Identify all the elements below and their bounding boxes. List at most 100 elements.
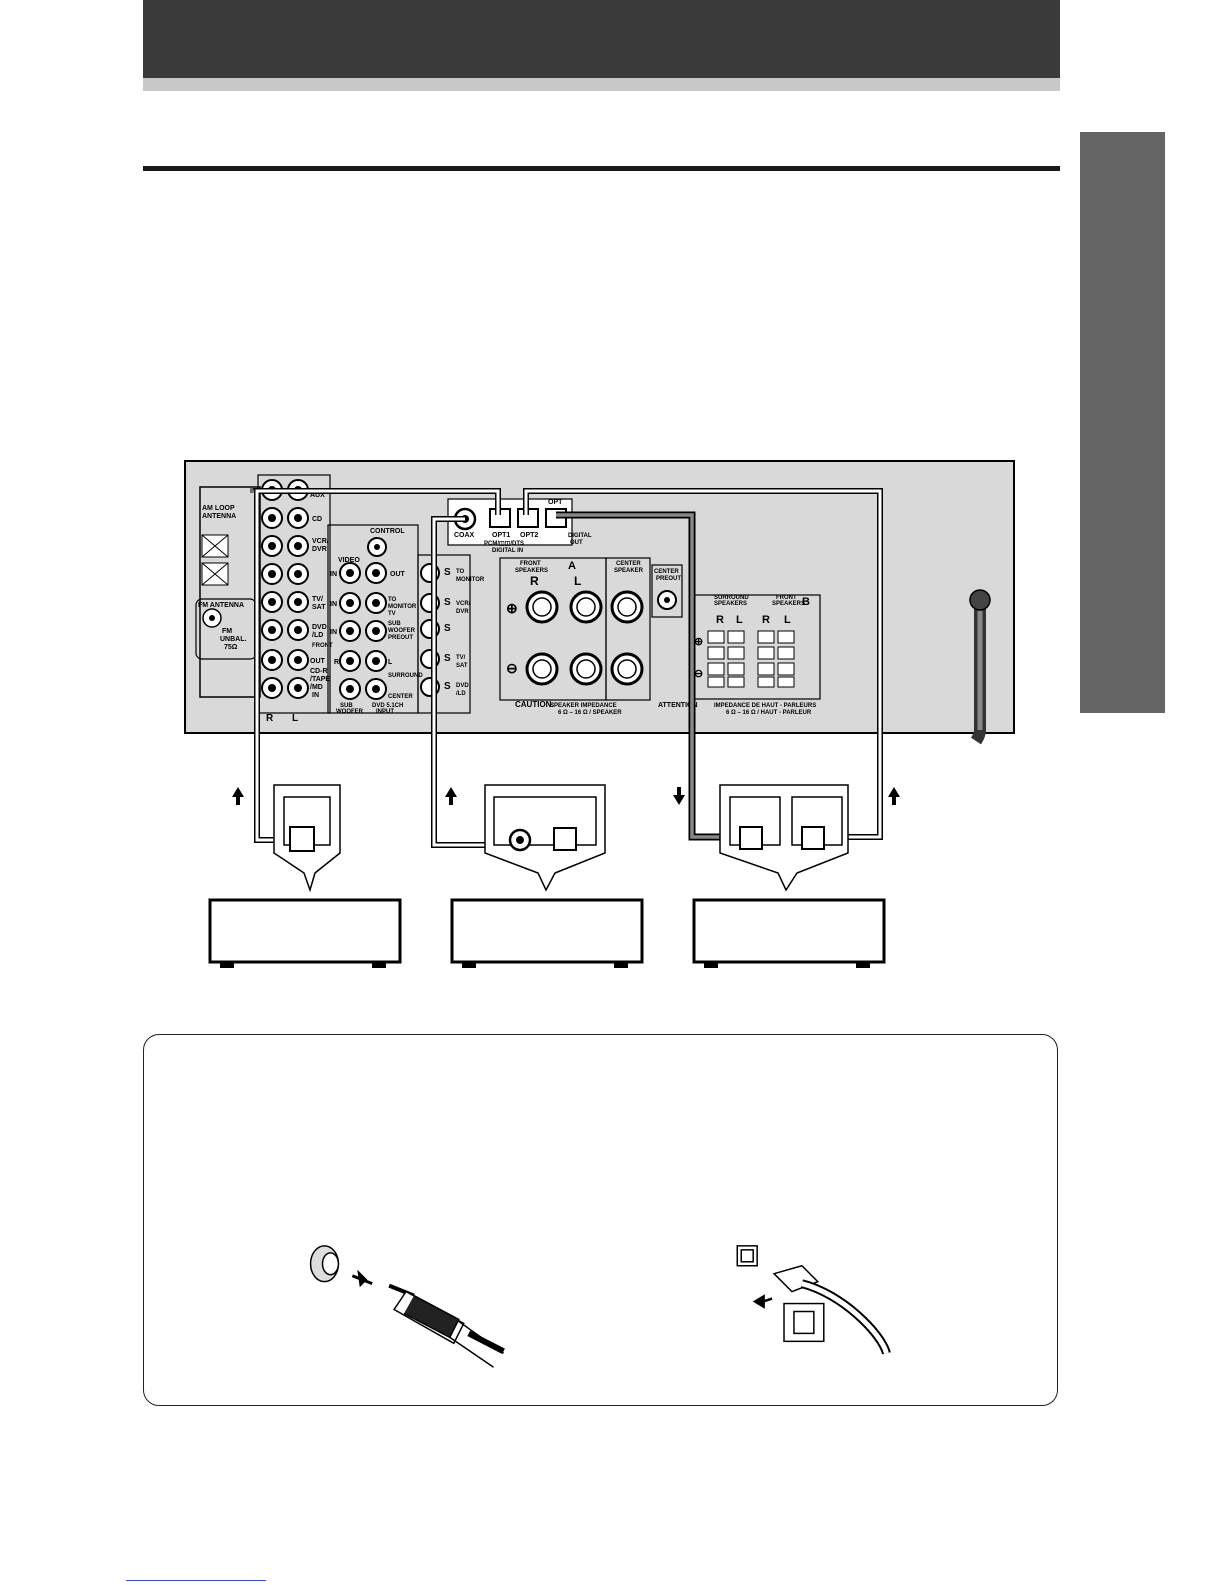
panel-label: SPEAKER: [614, 568, 644, 574]
panel-label: IN: [312, 692, 319, 699]
panel-label: SAT: [456, 663, 468, 669]
panel-label: ⊖: [694, 668, 703, 680]
panel-label: CD-R: [310, 668, 328, 675]
panel-label: FM: [222, 628, 232, 635]
panel-label: S: [444, 623, 451, 634]
panel-label: WOOFER: [336, 709, 364, 715]
panel-label: OPT: [548, 499, 563, 506]
notes-panel: [143, 1034, 1058, 1406]
panel-label: AUX: [310, 492, 325, 499]
panel-label: R: [762, 614, 770, 626]
header-strip: [143, 78, 1060, 91]
panel-label: TO: [388, 597, 397, 603]
speaker-clip-terminals: [707, 630, 795, 688]
am-antenna-label: AM LOOP: [202, 505, 235, 512]
panel-label: R: [530, 574, 539, 588]
panel-label: SPEAKERS: [515, 568, 548, 574]
panel-label: SUB: [340, 703, 353, 709]
panel-label: ⊖: [506, 660, 518, 676]
panel-label: S: [444, 653, 451, 664]
direction-arrows: [232, 787, 900, 805]
panel-label: FRONT: [520, 561, 541, 567]
panel-label: DIGITAL: [568, 533, 592, 539]
panel-label: VIDEO: [338, 557, 360, 564]
panel-label: TV/: [312, 596, 323, 603]
panel-label: CAUTION:: [515, 700, 554, 709]
panel-label: L: [292, 713, 298, 724]
panel-label: DVR: [456, 609, 469, 615]
panel-label: L: [388, 659, 393, 666]
external-components: [208, 898, 886, 964]
panel-label: DVD 5.1CH: [372, 703, 403, 709]
panel-label: S: [444, 681, 451, 692]
panel-label: WOOFER: [388, 628, 416, 634]
panel-label: SPEAKER IMPEDANCE: [550, 703, 617, 709]
panel-label: DIGITAL IN: [492, 548, 523, 554]
panel-label: OUT: [570, 540, 583, 546]
panel-label: 6 Ω – 16 Ω / SPEAKER: [558, 710, 622, 716]
panel-label: OPT2: [520, 532, 538, 539]
panel-label: B: [802, 596, 810, 608]
panel-label: FRONT: [776, 595, 797, 601]
panel-label: PREOUT: [656, 576, 681, 582]
side-index-tab: [1080, 132, 1165, 713]
panel-label: 6 Ω – 16 Ω / HAUT - PARLEUR: [726, 710, 812, 716]
fm-antenna-label: FM ANTENNA: [198, 602, 244, 609]
coaxial-plug-illustration: [309, 1245, 505, 1368]
panel-label: TO: [456, 569, 465, 575]
optical-plug-illustration: [736, 1245, 891, 1355]
panel-label: ⊕: [506, 600, 518, 616]
panel-label: L: [784, 614, 791, 626]
panel-label: SPEAKERS: [772, 601, 805, 607]
panel-label: R: [266, 713, 274, 724]
panel-label: A: [568, 560, 576, 572]
panel-label: OPT1: [492, 532, 510, 539]
receiver-rear-panel: [184, 460, 1015, 734]
panel-label: OUT: [310, 658, 326, 665]
panel-label: IN: [250, 488, 257, 495]
panel-label: ANTENNA: [202, 513, 236, 520]
panel-label: CENTER: [388, 694, 413, 700]
panel-label: 75Ω: [224, 644, 238, 651]
panel-label: VCR/: [312, 538, 329, 545]
panel-label: S: [444, 597, 451, 608]
panel-label: CENTER: [616, 561, 641, 567]
section-rule: [143, 166, 1060, 171]
front-speaker-terminals: [525, 590, 603, 686]
panel-label: MONITOR: [456, 577, 485, 583]
panel-label: MONITOR: [388, 604, 417, 610]
panel-label: /TAPE: [310, 676, 330, 683]
panel-label: IN: [330, 601, 337, 608]
panel-label: SPEAKERS: [714, 601, 747, 607]
panel-label: /LD: [312, 632, 323, 639]
panel-label: COAX: [454, 532, 475, 539]
panel-label: IN: [330, 571, 337, 578]
panel-label: ⊕: [694, 636, 703, 648]
panel-label: VCR/: [456, 601, 471, 607]
panel-label: DVR: [312, 546, 327, 553]
panel-label: OUT: [390, 571, 406, 578]
panel-label: DVD: [456, 683, 469, 689]
panel-label: PCM/◫◫/DTS: [484, 541, 524, 547]
panel-label: PREOUT: [388, 635, 413, 641]
connection-diagram: AM LOOP ANTENNA FM ANTENNA FM UNBAL. 75Ω…: [184, 460, 1015, 968]
panel-label: L: [736, 614, 743, 626]
panel-label: UNBAL.: [220, 636, 246, 643]
panel-label: SURROUND: [388, 673, 423, 679]
panel-label: R: [716, 614, 724, 626]
panel-label: TV/: [456, 655, 466, 661]
panel-label: SAT: [312, 604, 326, 611]
panel-label: R: [334, 659, 339, 666]
panel-label: DVD: [312, 624, 327, 631]
rca-jack-grid: [261, 479, 309, 699]
panel-label: SURROUND: [714, 595, 749, 601]
panel-label: ATTENTION: [658, 702, 698, 709]
panel-label: FRONT: [312, 643, 333, 649]
panel-label: INPUT: [376, 709, 394, 715]
panel-label: /LD: [456, 691, 466, 697]
panel-label: TV: [388, 611, 396, 617]
panel-label: /MD: [310, 684, 323, 691]
panel-label: S: [444, 567, 451, 578]
panel-label: IMPEDANCE DE HAUT - PARLEURS: [714, 703, 816, 709]
footer-link-underline: [126, 1580, 266, 1581]
